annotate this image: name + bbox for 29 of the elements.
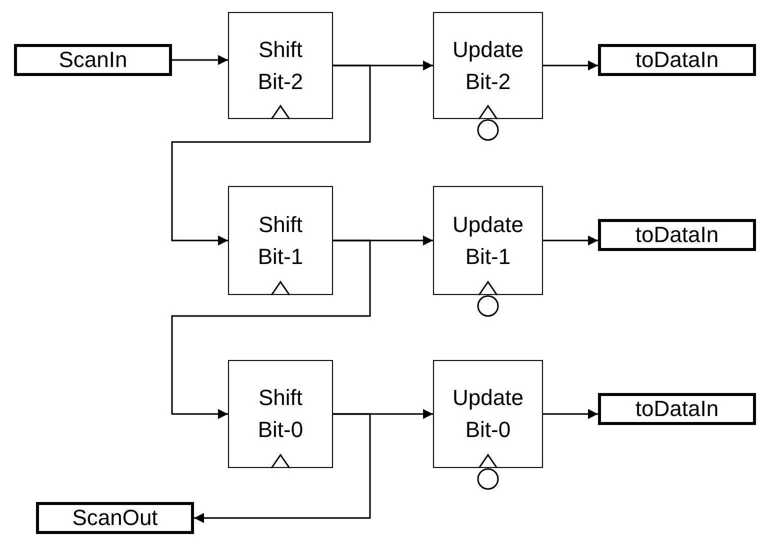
box-label: toDataIn: [635, 221, 719, 249]
box-label: Update Bit-1: [452, 210, 524, 270]
box-label: ScanOut: [72, 504, 158, 532]
arrow: [543, 409, 598, 419]
shift-register-box: [228, 12, 333, 119]
box-label: Shift Bit-1: [256, 210, 304, 270]
update-latch-box: [433, 186, 543, 295]
port-box: [598, 393, 756, 425]
box-label: Shift Bit-0: [256, 384, 304, 444]
port-box: [14, 44, 172, 76]
box-label: ScanIn: [58, 46, 128, 74]
arrow: [543, 236, 598, 246]
arrow: [194, 413, 371, 523]
arrow: [171, 64, 371, 246]
arrow: [171, 240, 371, 419]
port-box: [598, 44, 756, 76]
shift-register-box: [228, 186, 333, 295]
update-latch-box: [433, 360, 543, 468]
arrow: [543, 60, 598, 70]
shift-register-box: [228, 360, 333, 468]
box-label: Update Bit-2: [452, 36, 524, 96]
box-label: toDataIn: [635, 46, 719, 74]
box-label: Update Bit-0: [452, 384, 524, 444]
port-box: [36, 502, 194, 534]
box-label: Shift Bit-2: [256, 36, 304, 96]
update-latch-box: [433, 12, 543, 119]
arrow: [172, 55, 228, 65]
port-box: [598, 219, 756, 251]
box-label: toDataIn: [635, 395, 719, 423]
